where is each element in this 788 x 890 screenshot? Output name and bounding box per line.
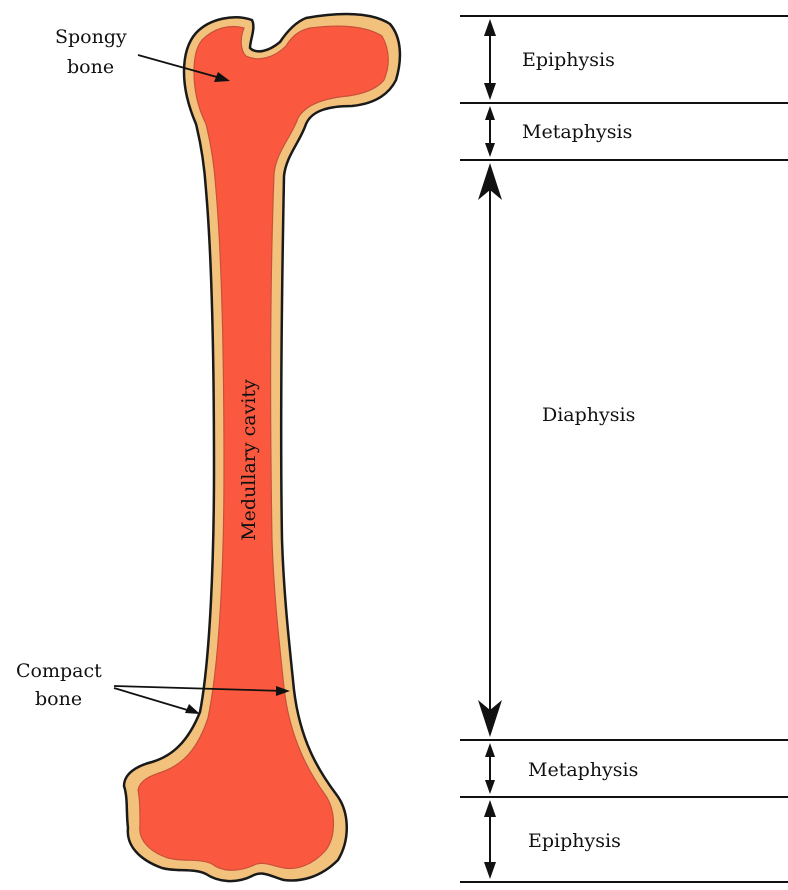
bone-marrow-region [138,26,388,870]
compact-bone-label-line2: bone [35,688,82,710]
metaphysis-top-arrowhead-up [485,106,495,120]
metaphysis-top-arrowhead-down [485,143,495,157]
epiphysis-bottom-arrowhead-down [484,862,496,879]
metaphysis-top-label: Metaphysis [522,121,632,143]
spongy-bone-label-line2: bone [67,56,114,78]
spongy-bone-label-line1: Spongy [55,26,127,48]
epiphysis-bottom-label: Epiphysis [528,830,621,852]
compact-bone-pointer-left [114,688,194,712]
metaphysis-bottom-arrowhead-up [485,743,495,757]
compact-bone-label-line1: Compact [16,660,102,682]
metaphysis-bottom-label: Metaphysis [528,759,638,781]
epiphysis-top-arrowhead-up [484,19,496,36]
epiphysis-top-label: Epiphysis [522,49,615,71]
compact-bone-pointer-left-head [185,704,200,714]
metaphysis-bottom-arrowhead-down [485,780,495,794]
epiphysis-top-arrowhead-down [484,83,496,100]
medullary-cavity-label: Medullary cavity [238,379,260,541]
diaphysis-label: Diaphysis [542,404,635,426]
epiphysis-bottom-arrowhead-up [484,800,496,817]
